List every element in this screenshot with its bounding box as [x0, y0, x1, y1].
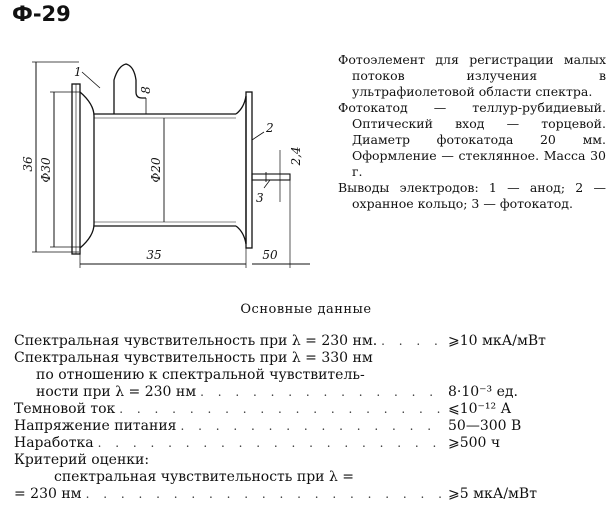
param-value: ⩽10⁻¹² А	[448, 401, 512, 417]
leader-dots: . . . . . . . . . . . . . . . . . . . . …	[119, 402, 444, 416]
dim-label-d20: Ф20	[149, 157, 163, 183]
param-label: Наработка	[14, 435, 94, 451]
description-paragraph: Фотоэлемент для регистрации малых потоко…	[338, 52, 606, 99]
param-label: Спектральная чувствительность при λ = 23…	[14, 333, 378, 349]
param-row: Наработка . . . . . . . . . . . . . . . …	[14, 435, 608, 452]
param-label: = 230 нм	[14, 486, 82, 502]
param-label: спектральная чувствительность при λ =	[54, 469, 355, 485]
right-flange	[245, 91, 253, 249]
param-row: Критерий оценки:	[14, 452, 608, 469]
leader-dots: . . . . . . . . . . . . . . . . . . . . …	[97, 436, 444, 450]
leader-dots: . . . . . . . . . . . . . . . . . . . . …	[180, 419, 445, 433]
param-value: ⩾500 ч	[448, 435, 501, 451]
top-tab	[113, 63, 146, 114]
param-label: Спектральная чувствительность при λ = 33…	[14, 350, 373, 366]
param-row: Спектральная чувствительность при λ = 23…	[14, 333, 608, 350]
param-label: ности при λ = 230 нм	[36, 384, 197, 400]
param-value: ⩾5 мкА/мВт	[448, 486, 537, 502]
dim-label-2-4: 2,4	[289, 146, 303, 166]
param-row: спектральная чувствительность при λ =	[14, 469, 608, 486]
photocell-drawing: 36 Ф30 8 Ф20 2,4 1 2 3 35 50	[21, 61, 310, 268]
param-row: = 230 нм . . . . . . . . . . . . . . . .…	[14, 486, 608, 503]
dim-label-36: 36	[21, 156, 35, 172]
lead-pin	[251, 173, 291, 181]
description-paragraph: Фотокатод — теллур-рубидиевый. Оптически…	[338, 100, 606, 179]
callout-1: 1	[74, 65, 82, 79]
section-title: Основные данные	[240, 302, 372, 317]
param-row: ности при λ = 230 нм . . . . . . . . . .…	[14, 384, 608, 401]
param-row: Спектральная чувствительность при λ = 33…	[14, 350, 608, 367]
page-title: Ф-29	[12, 2, 71, 26]
dim-label-d30: Ф30	[39, 157, 53, 183]
parameters-list: Спектральная чувствительность при λ = 23…	[14, 333, 608, 503]
param-label: Критерий оценки:	[14, 452, 150, 468]
param-label: Темновой ток	[14, 401, 116, 417]
callout-2: 2	[265, 121, 274, 135]
param-row: Темновой ток . . . . . . . . . . . . . .…	[14, 401, 608, 418]
dim-label-8: 8	[139, 86, 153, 94]
dim-label-35: 35	[146, 248, 161, 262]
leader-dots: . . . . . . . . . . . . . . . . . . . . …	[85, 487, 444, 501]
param-label: Напряжение питания	[14, 418, 177, 434]
param-label: по отношению к спектральной чувствитель-	[36, 367, 365, 383]
cell-body	[79, 91, 95, 249]
param-row: Напряжение питания . . . . . . . . . . .…	[14, 418, 608, 435]
callout-3: 3	[256, 191, 264, 205]
param-value: 8·10⁻³ ед.	[448, 384, 518, 400]
leader-dots: . . . . . . . . . . . . . . . . . . . .	[381, 334, 444, 348]
param-value: ⩾10 мкА/мВт	[448, 333, 546, 349]
description: Фотоэлемент для регистрации малых потоко…	[338, 52, 606, 212]
description-paragraph: Выводы электродов: 1 — анод; 2 — охранно…	[338, 180, 606, 211]
param-row: по отношению к спектральной чувствитель-	[14, 367, 608, 384]
param-value: 50—300 В	[448, 418, 522, 434]
dim-label-50: 50	[262, 248, 278, 262]
leader-dots: . . . . . . . . . . . . . . . . . . . . …	[200, 385, 444, 399]
